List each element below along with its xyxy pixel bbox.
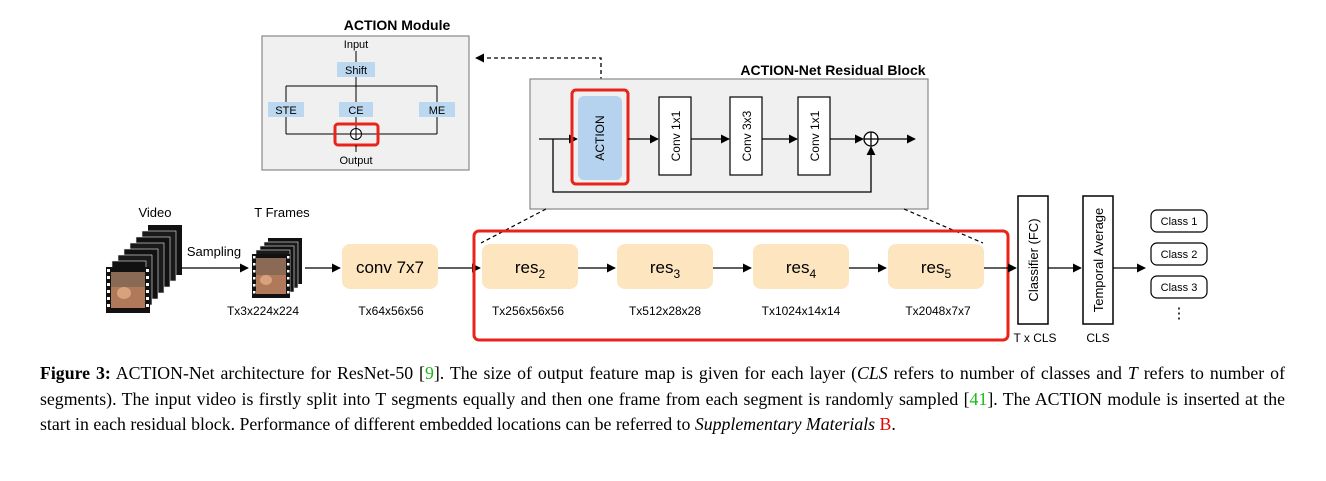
- appendix-link[interactable]: B: [879, 414, 892, 434]
- action-highlight: [570, 88, 630, 186]
- svg-text:res2: res2: [515, 258, 546, 281]
- caption-math: T: [1127, 363, 1138, 383]
- stage-label: res: [921, 258, 945, 277]
- skip-connection-arrow: [552, 139, 876, 193]
- conv1-label: Conv 1x1: [669, 110, 683, 161]
- ste-label: STE: [275, 105, 296, 117]
- conv2-box: [729, 96, 763, 176]
- class-label: Class 3: [1161, 282, 1198, 294]
- conv7-label: conv 7x7: [356, 258, 424, 277]
- stage-res4: res4 Tx1024x14x14: [753, 244, 849, 318]
- shift-label: Shift: [345, 65, 367, 77]
- me-label: ME: [429, 105, 446, 117]
- me-box: [419, 102, 455, 117]
- shift-box: [337, 62, 375, 77]
- class-label: Class 1: [1161, 216, 1198, 228]
- conv3-box: [797, 96, 831, 176]
- caption-text: refers to number of classes and: [887, 363, 1128, 383]
- frames-stack: [252, 238, 302, 298]
- dashed-link-arrow: [475, 53, 602, 88]
- more-classes-icon: ⋮: [1172, 305, 1187, 322]
- stage-subscript: 3: [673, 267, 680, 281]
- classifier-label: Classifier (FC): [1026, 218, 1041, 301]
- action-box: [578, 96, 622, 180]
- ste-box: [268, 102, 304, 117]
- class-box: [1150, 242, 1208, 266]
- svg-text:res5: res5: [921, 258, 952, 281]
- caption-label: Figure 3:: [40, 363, 111, 383]
- temporal-average-dim: CLS: [1086, 331, 1109, 345]
- block-title: ACTION-Net Residual Block: [740, 62, 925, 78]
- caption-text: .: [891, 414, 896, 434]
- class-label: Class 2: [1161, 249, 1198, 261]
- action-label: ACTION: [593, 115, 607, 160]
- caption-text: ]. The ACTION module is inserted at the …: [40, 388, 1285, 435]
- citation-link[interactable]: 9: [424, 363, 434, 383]
- classifier-box: [1017, 195, 1049, 325]
- caption-text: ACTION-Net architecture for ResNet-50 [: [110, 363, 425, 383]
- stage-subscript: 4: [809, 267, 816, 281]
- sampling-label: Sampling: [187, 244, 241, 259]
- ce-label: CE: [348, 105, 363, 117]
- stage-subscript: 5: [944, 267, 951, 281]
- video-label: Video: [138, 205, 171, 220]
- stage-subscript: 2: [538, 267, 545, 281]
- stage-label: res: [650, 258, 674, 277]
- module-title: ACTION Module: [344, 17, 451, 33]
- stage-res5: res5 Tx2048x7x7: [888, 244, 984, 318]
- conv7-dim: Tx64x56x56: [358, 304, 424, 318]
- video-clip-stack: [106, 225, 182, 313]
- figure-caption: Figure 3: ACTION-Net architecture for Re…: [40, 361, 1285, 438]
- stage-dim: Tx2048x7x7: [905, 304, 971, 318]
- stage-label: res: [515, 258, 539, 277]
- stage-dim: Tx512x28x28: [629, 304, 701, 318]
- residual-stages-highlight: [472, 229, 1010, 342]
- temporal-average-box: [1082, 195, 1114, 325]
- caption-text: ]. The size of output feature map is giv…: [433, 363, 858, 383]
- stage-dim: Tx1024x14x14: [762, 304, 841, 318]
- class-box: [1150, 209, 1208, 233]
- classifier-dim: T x CLS: [1013, 331, 1056, 345]
- frames-label: T Frames: [254, 205, 310, 220]
- frames-dim: Tx3x224x224: [227, 304, 299, 318]
- module-output-label: Output: [339, 155, 372, 167]
- conv2-label: Conv 3x3: [740, 110, 754, 161]
- ce-box: [339, 102, 373, 117]
- citation-link[interactable]: 41: [969, 388, 988, 409]
- conv3-label: Conv 1x1: [808, 110, 822, 161]
- stage-res3: res3 Tx512x28x28: [617, 244, 713, 318]
- temporal-average-label: Temporal Average: [1091, 208, 1106, 313]
- caption-math: CLS: [857, 363, 888, 383]
- stage-res2: res2 Tx256x56x56: [482, 244, 578, 318]
- conv7-box: [342, 244, 438, 289]
- svg-text:res3: res3: [650, 258, 681, 281]
- architecture-figure: ACTION Module Input Shift STE CE ME Outp…: [106, 17, 1208, 345]
- class-box: [1150, 275, 1208, 299]
- conv1-box: [658, 96, 692, 176]
- stage-label: res: [786, 258, 810, 277]
- caption-text: refers to number of segments). The input…: [40, 363, 1285, 409]
- caption-supplementary: Supplementary Materials: [694, 414, 876, 434]
- svg-text:res4: res4: [786, 258, 817, 281]
- stage-dim: Tx256x56x56: [492, 304, 564, 318]
- module-input-label: Input: [344, 39, 368, 51]
